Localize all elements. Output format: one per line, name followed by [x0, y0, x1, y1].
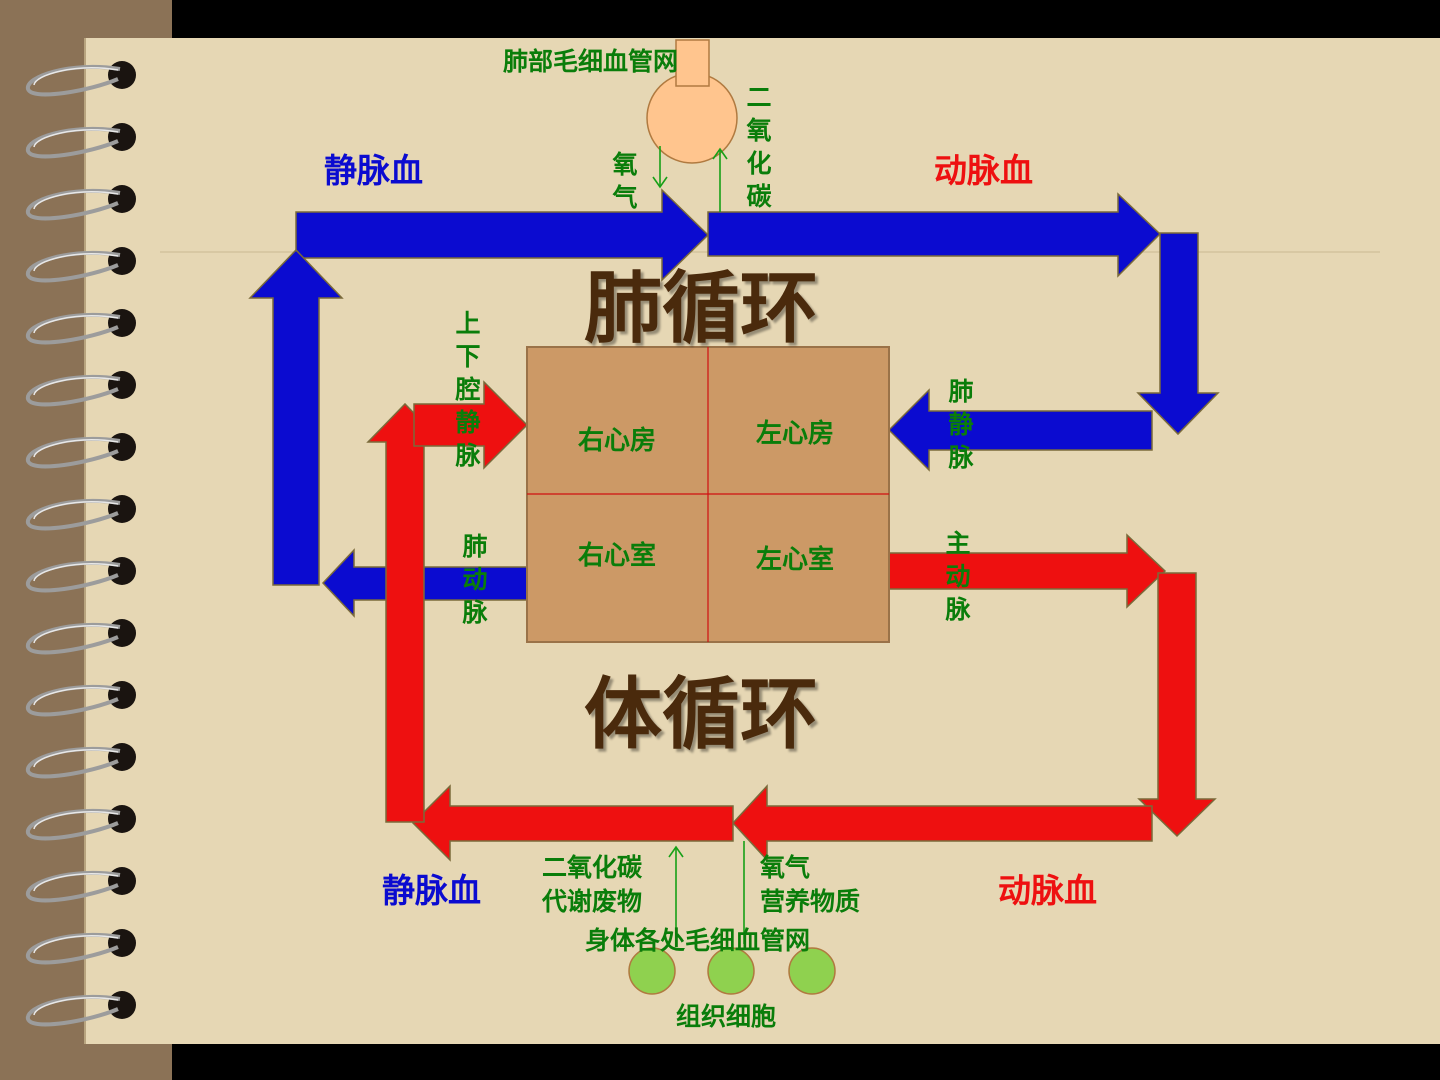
co2-waste-label-line1: 二氧化碳: [542, 853, 643, 882]
heart-chambers: [526, 346, 890, 643]
oxygen-nutrients-label-line1: 氧气: [760, 853, 811, 882]
spiral-ring: [26, 746, 121, 779]
spiral-ring: [26, 64, 121, 97]
binding-hole: [108, 309, 136, 337]
spiral-ring: [26, 374, 121, 407]
binding-hole: [108, 123, 136, 151]
binding-hole: [108, 681, 136, 709]
right-ventricle-label: 右心室: [577, 541, 656, 571]
left-ventricle-label: 左心室: [755, 545, 834, 575]
vena-cava-label: 上下腔静脉: [455, 309, 481, 470]
spiral-ring: [26, 994, 121, 1027]
pulmonary-vein-arrow: [887, 388, 1153, 472]
spiral-ring: [26, 808, 121, 841]
pulmonary-circulation-title: 肺循环: [584, 264, 819, 354]
binding-hole: [108, 929, 136, 957]
left-atrium-label: 左心房: [755, 419, 834, 449]
systemic-circulation-title: 体循环: [584, 670, 819, 760]
pulmonary-top-left-arrow: [295, 188, 710, 282]
binding-hole: [108, 185, 136, 213]
co2-waste-label-line2: 代谢废物: [542, 887, 643, 916]
spiral-ring: [26, 932, 121, 965]
tissue-cell: [628, 947, 676, 995]
systemic-bottom-right-arrow: [731, 784, 1153, 862]
spiral-ring: [26, 126, 121, 159]
spiral-ring: [26, 250, 121, 283]
systemic-right-down-arrow: [1137, 572, 1217, 838]
pulmonary-left-up-arrow: [248, 248, 344, 586]
binding-hole: [108, 247, 136, 275]
binding-hole: [108, 433, 136, 461]
binding-hole: [108, 805, 136, 833]
lung-capillary-label: 肺部毛细血管网: [503, 47, 679, 76]
spiral-ring: [26, 560, 121, 593]
binding-hole: [108, 371, 136, 399]
pulmonary-vein-label: 肺静脉: [948, 377, 974, 472]
binding-hole: [108, 743, 136, 771]
tissue-cells-label: 组织细胞: [676, 1002, 777, 1031]
binding-hole: [108, 61, 136, 89]
spiral-ring: [26, 312, 121, 345]
spiral-ring: [26, 436, 121, 469]
co2-label-top: 二氧化碳: [746, 83, 772, 211]
pulmonary-artery-arrow: [321, 548, 528, 618]
tissue-cell: [788, 947, 836, 995]
spiral-ring: [26, 622, 121, 655]
pulmonary-top-right-arrow: [707, 192, 1162, 278]
spiral-ring: [26, 870, 121, 903]
oxygen-nutrients-label-line2: 营养物质: [760, 887, 861, 916]
binding-hole: [108, 495, 136, 523]
venous-blood-label-bottom: 静脉血: [382, 871, 481, 910]
binding-hole: [108, 991, 136, 1019]
aorta-label: 主动脉: [945, 529, 971, 624]
binding-hole: [108, 619, 136, 647]
binding-hole: [108, 557, 136, 585]
spiral-rings: [26, 61, 136, 1027]
venous-blood-label-top: 静脉血: [324, 151, 423, 190]
right-atrium-label: 右心房: [577, 426, 656, 456]
oxygen-label-top: 氧气: [612, 150, 638, 212]
systemic-bottom-left-arrow: [411, 784, 734, 862]
spiral-ring: [26, 188, 121, 221]
pulmonary-artery-label: 肺动脉: [462, 532, 488, 627]
tissue-cell: [707, 947, 755, 995]
pulmonary-right-down-arrow: [1136, 232, 1220, 436]
lung-capillary-tab: [675, 39, 710, 87]
body-capillary-label: 身体各处毛细血管网: [585, 926, 811, 955]
spiral-ring: [26, 498, 121, 531]
binding-hole: [108, 867, 136, 895]
vena-cava-arrow: [413, 380, 529, 470]
arterial-blood-label-bottom: 动脉血: [998, 871, 1097, 910]
aorta-arrow: [888, 533, 1167, 609]
arterial-blood-label-top: 动脉血: [934, 151, 1033, 190]
spiral-ring: [26, 684, 121, 717]
